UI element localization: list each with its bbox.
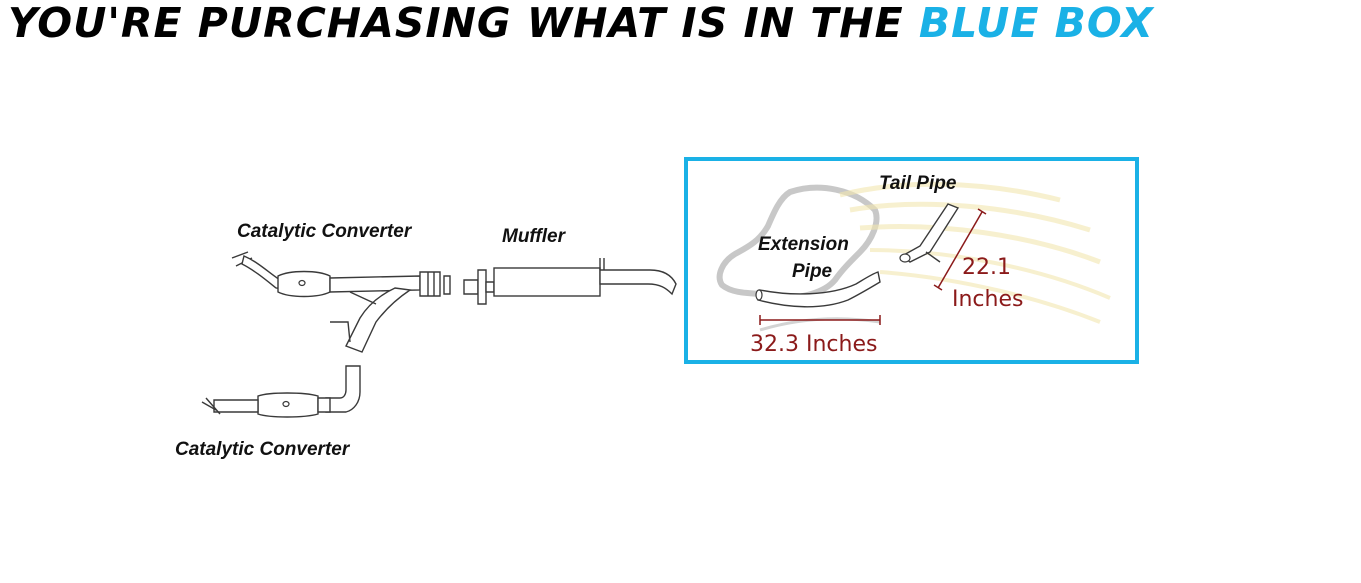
tail-pipe-dimension-value: 22.1 xyxy=(962,255,1011,280)
catalytic-converter-bottom-label: Catalytic Converter xyxy=(175,439,351,460)
headline-highlight: BLUE BOX xyxy=(918,0,1154,47)
extension-pipe-label-line2: Pipe xyxy=(792,261,833,282)
headline: YOU'RE PURCHASING WHAT IS IN THE BLUE BO… xyxy=(8,0,1358,50)
extension-dimension-line xyxy=(759,315,881,325)
mane-watermark xyxy=(839,181,1111,324)
muffler-part xyxy=(463,258,677,305)
tail-pipe-part xyxy=(899,203,960,263)
catalytic-converter-top-part xyxy=(231,251,451,353)
headline-prefix: YOU'RE PURCHASING WHAT IS IN THE xyxy=(8,0,904,47)
muffler-label: Muffler xyxy=(502,226,567,247)
catalytic-converter-bottom-part xyxy=(201,365,361,418)
extension-pipe-part xyxy=(755,271,881,308)
blue-box xyxy=(684,157,1139,364)
extension-pipe-label-line1: Extension xyxy=(758,234,849,255)
extension-pipe-dimension: 32.3 Inches xyxy=(750,332,877,357)
tail-pipe-dimension-unit: Inches xyxy=(952,287,1023,312)
catalytic-converter-top-label: Catalytic Converter xyxy=(237,221,413,242)
tail-pipe-label: Tail Pipe xyxy=(879,173,957,194)
tail-pipe-dimension-line xyxy=(933,208,987,291)
